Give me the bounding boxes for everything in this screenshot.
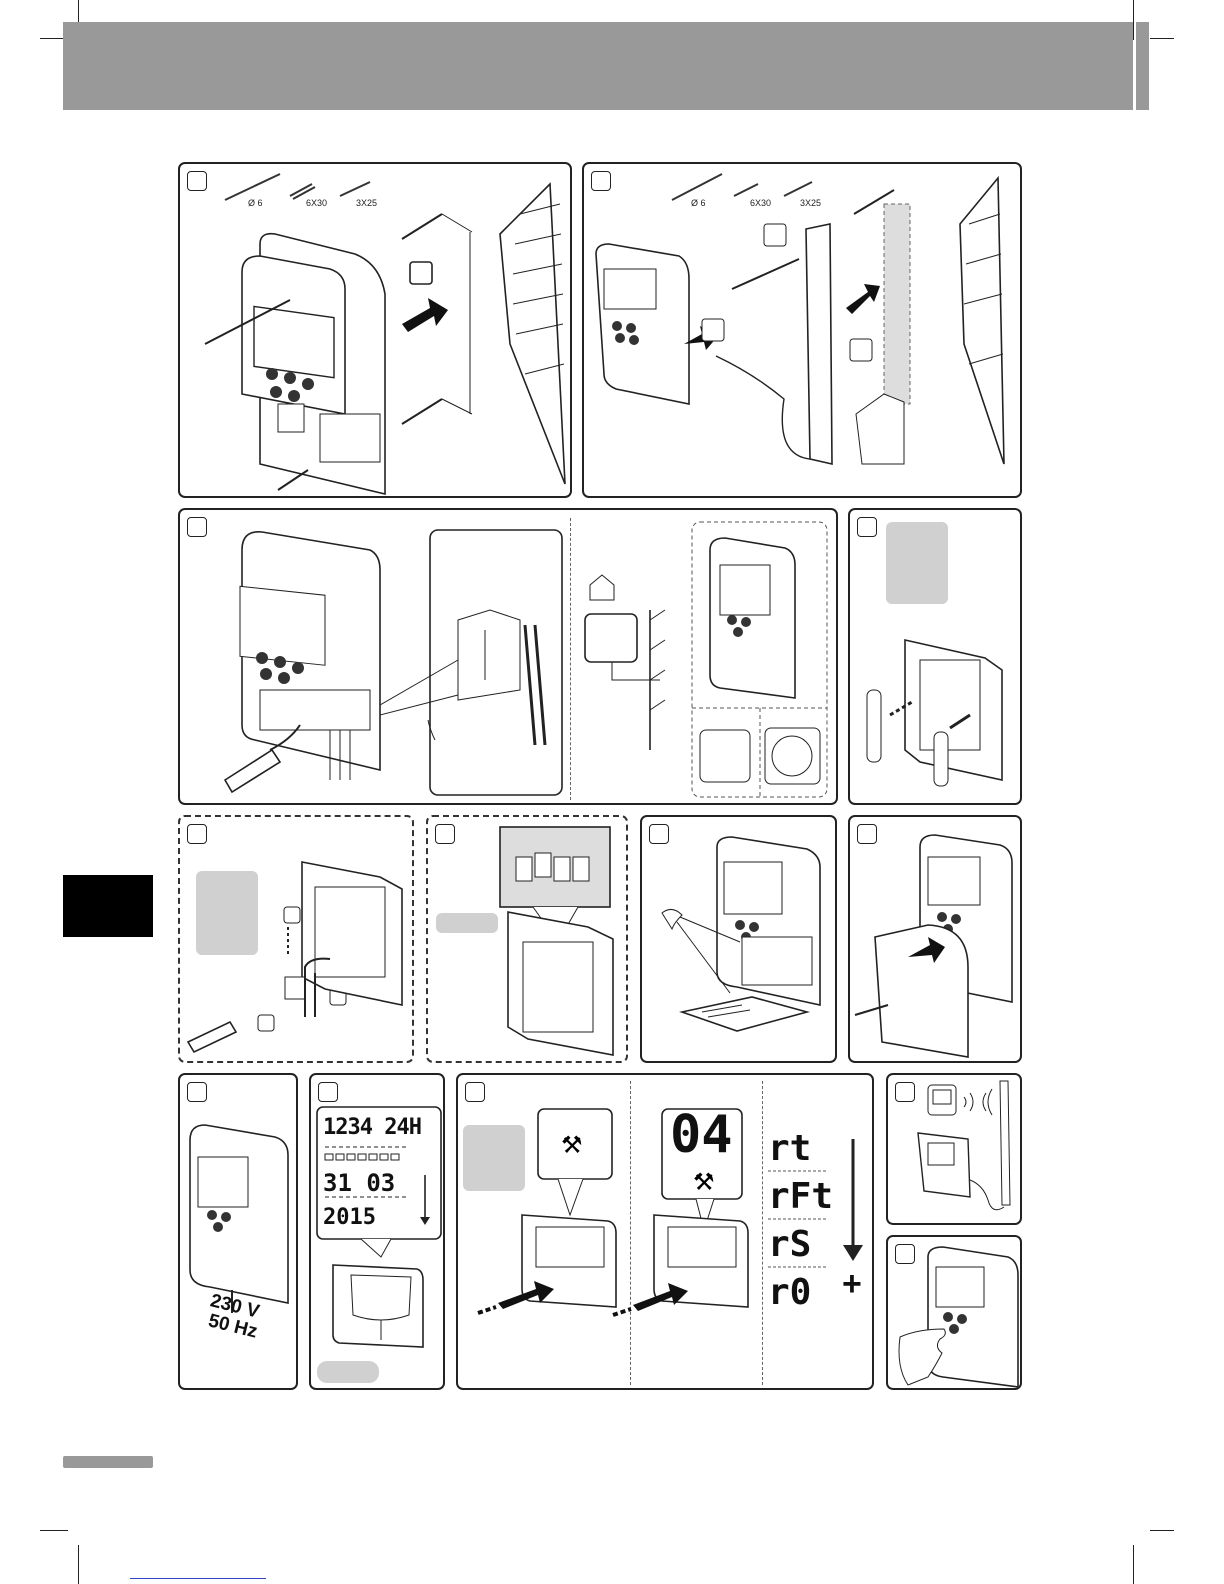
- step-panel-mount-antenna: Ø 6 6X30 3X25: [582, 162, 1022, 498]
- step-panel-mount-controller: Ø 6 6X30 3X25: [178, 162, 572, 498]
- step-panel-batteries: [848, 508, 1022, 805]
- press-button-illustration: [888, 1237, 1022, 1390]
- step-panel-fit-cover: [848, 815, 1022, 1063]
- footer-link-underline: [130, 1578, 266, 1579]
- step-panel-wiring: [178, 508, 838, 805]
- step-panel-terminal-manual: [640, 815, 837, 1063]
- crop-mark: [1150, 38, 1174, 39]
- antenna-mounting-illustration: [584, 164, 1022, 498]
- page-number-pill: [63, 1456, 153, 1468]
- crop-mark: [40, 1530, 68, 1531]
- plus-sign: +: [842, 1265, 862, 1304]
- step-panel-settings-mode: ⚒ ⚒ 04 rt rFt rS r0 +: [456, 1073, 874, 1390]
- lcd-number: 04: [670, 1109, 733, 1161]
- lcd-line-3: 2015: [323, 1205, 376, 1230]
- crop-mark: [78, 1545, 79, 1584]
- section-divider: [570, 518, 571, 800]
- pairing-illustration: [888, 1075, 1022, 1225]
- step-panel-thermostat-wiring: [178, 815, 414, 1063]
- controller-mounting-illustration: [180, 164, 572, 498]
- dip-switch-illustration: [428, 817, 628, 1063]
- mode-rs: rS: [768, 1227, 811, 1263]
- power-illustration: [180, 1075, 298, 1390]
- header-cap: [1136, 22, 1149, 110]
- terminal-manual-illustration: [642, 817, 837, 1063]
- fit-cover-illustration: [850, 817, 1022, 1063]
- step-panel-dip-switch: [426, 815, 628, 1063]
- mode-r0: r0: [768, 1275, 811, 1311]
- step-panel-power: 230 V 50 Hz: [178, 1073, 298, 1390]
- chapter-tab: [63, 875, 153, 937]
- battery-insertion-illustration: [850, 510, 1022, 805]
- step-panel-pairing: [886, 1073, 1022, 1225]
- crop-mark: [1150, 1530, 1174, 1531]
- step-panel-date-time: 1234 24H 31 03 2015: [309, 1073, 445, 1390]
- settings-illustration: ⚒ ⚒: [458, 1075, 874, 1390]
- step-panel-press-button: [886, 1235, 1022, 1390]
- wiring-illustration: [180, 510, 838, 805]
- lcd-line-1: 1234 24H: [323, 1115, 421, 1140]
- mode-rft: rFt: [768, 1179, 833, 1215]
- placeholder-label-box: [317, 1361, 379, 1383]
- mode-rt: rt: [768, 1131, 811, 1167]
- wrench-icon: ⚒: [693, 1168, 715, 1196]
- lcd-line-2: 31 03: [323, 1169, 395, 1197]
- header-bar: [63, 22, 1133, 110]
- wrench-icon: ⚒: [561, 1131, 583, 1159]
- crop-mark: [1133, 0, 1134, 40]
- crop-mark: [1133, 1545, 1134, 1584]
- thermostat-wiring-illustration: [180, 817, 414, 1063]
